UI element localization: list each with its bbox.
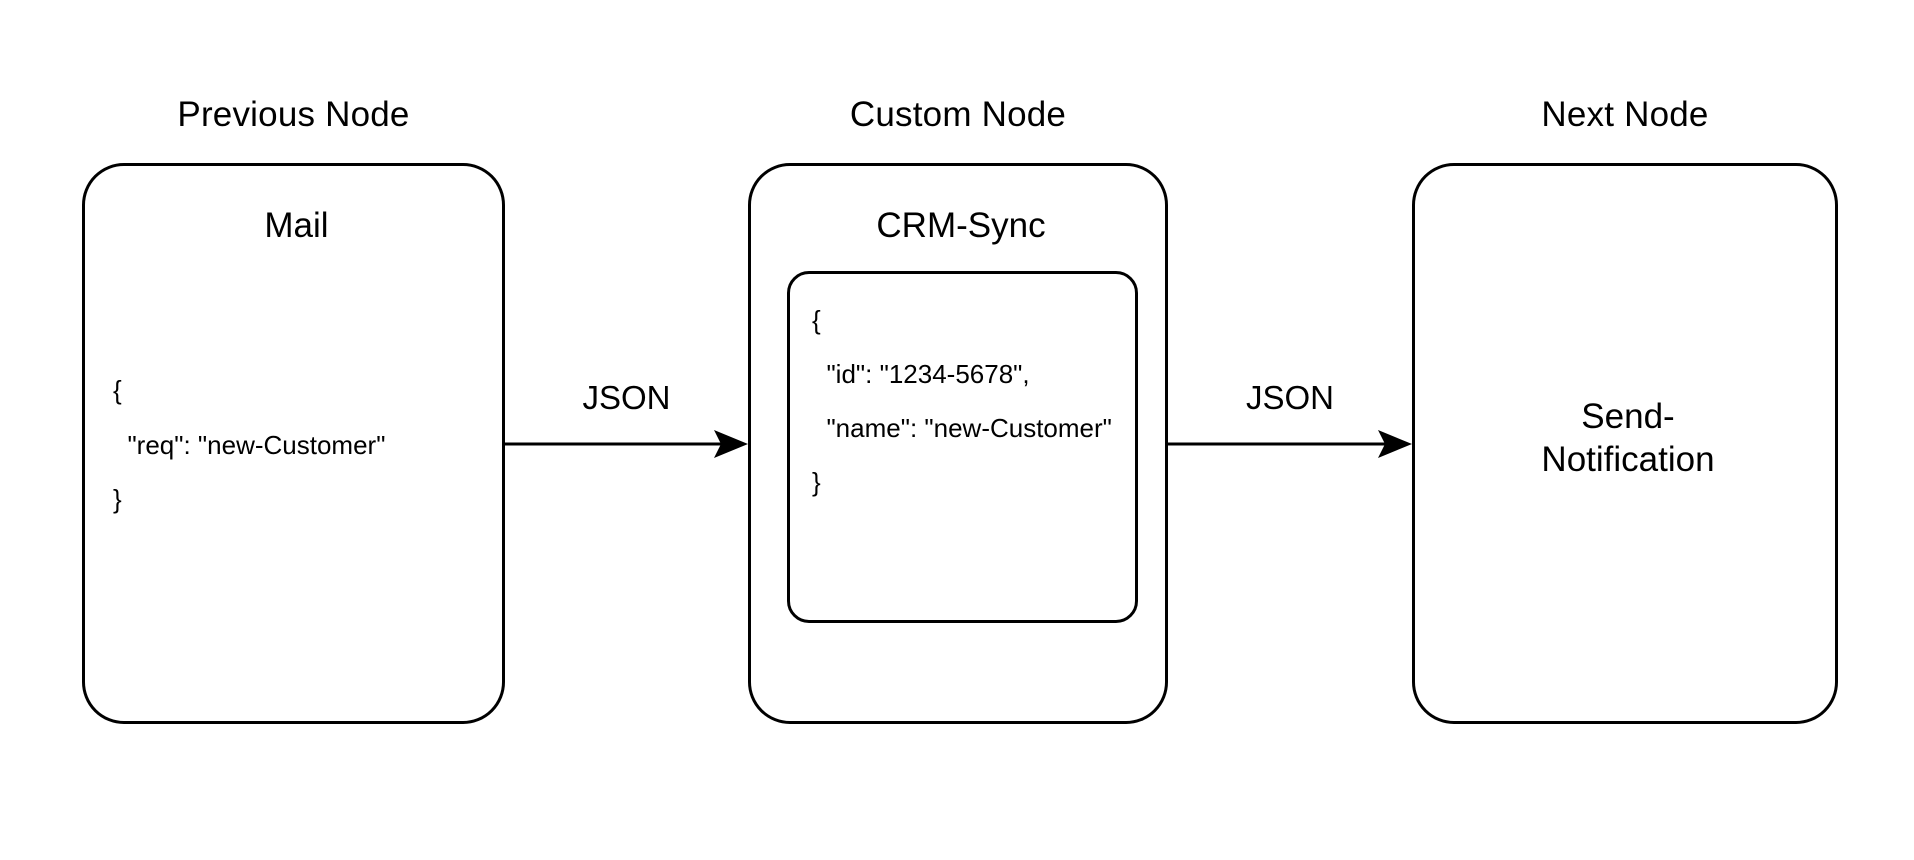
code-line-close-brace: }	[812, 467, 821, 497]
edge-label-json-2: JSON	[1245, 379, 1334, 416]
node-custom-payload-box[interactable]: { "id": "1234-5678", "name": "new-Custom…	[787, 271, 1138, 623]
edge-previous-to-custom	[505, 420, 750, 470]
node-heading-crm-sync: CRM-Sync	[876, 206, 1046, 245]
node-next-node[interactable]: Send- Notification	[1412, 163, 1838, 724]
code-line-id: "id": "1234-5678",	[812, 359, 1030, 389]
arrowhead-icon	[1378, 430, 1412, 458]
code-line-req: "req": "new-Customer"	[113, 430, 386, 460]
code-line-name: "name": "new-Customer"	[812, 413, 1112, 443]
arrowhead-icon	[714, 430, 748, 458]
code-line-close-brace: }	[113, 484, 122, 514]
node-custom-node[interactable]: CRM-Sync { "id": "1234-5678", "name": "n…	[748, 163, 1168, 724]
node-heading-send-notification-line2: Notification	[1541, 440, 1715, 479]
code-line-open-brace: {	[812, 305, 821, 335]
node-heading-mail: Mail	[264, 206, 329, 245]
edge-custom-to-next	[1168, 420, 1414, 470]
group-title-custom-node: Custom Node	[849, 95, 1067, 134]
group-title-previous-node: Previous Node	[177, 95, 410, 134]
code-line-open-brace: {	[113, 375, 122, 405]
node-heading-send-notification-line1: Send-	[1581, 397, 1675, 436]
group-title-next-node: Next Node	[1541, 95, 1709, 134]
edge-label-json-1: JSON	[582, 379, 671, 416]
node-previous-node[interactable]: Mail { "req": "new-Customer" }	[82, 163, 505, 724]
